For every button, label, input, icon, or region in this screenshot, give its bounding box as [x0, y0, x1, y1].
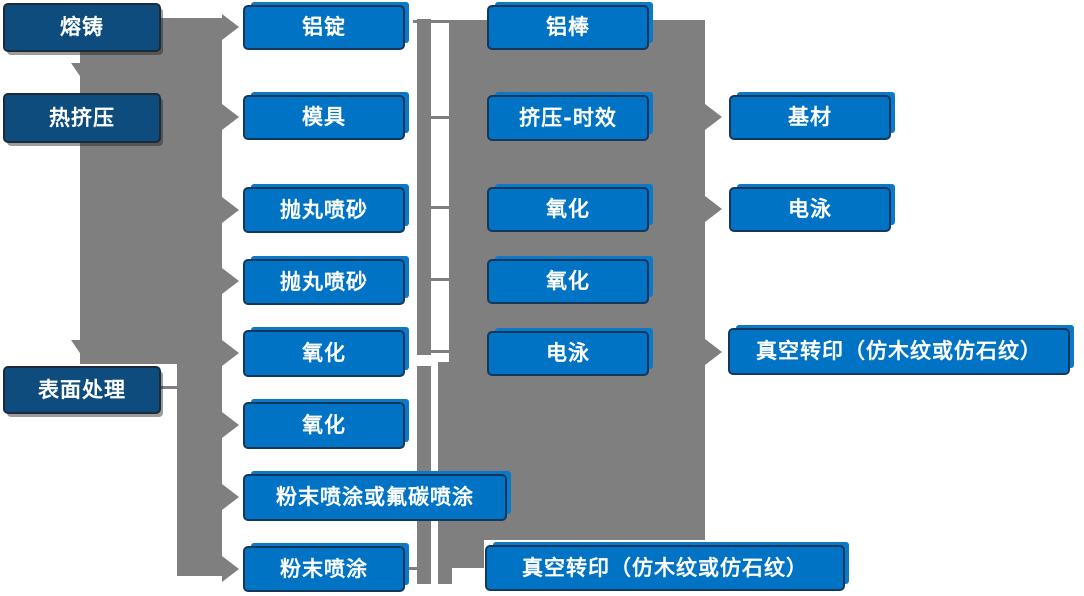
arrow-to-mold	[222, 104, 239, 130]
node-extrusion-aging: 挤压-时效	[487, 95, 649, 141]
node-oxidation-4: 氧化	[487, 259, 649, 304]
middle-bar-lower-b	[438, 362, 452, 584]
left-trunk-lower	[177, 364, 222, 576]
node-melting-casting: 熔铸	[3, 3, 161, 52]
node-powder-coating: 粉末喷涂	[243, 546, 405, 592]
middle-tick-row5	[431, 350, 450, 353]
middle-tick-row1	[413, 20, 450, 23]
powder-coating-tick	[405, 567, 418, 570]
arrow-to-shot-blasting-1	[222, 197, 239, 223]
node-vacuum-transfer-print-2: 真空转印（仿木纹或仿石纹）	[728, 328, 1070, 375]
arrow-to-oxidation-1	[222, 340, 239, 366]
node-vacuum-transfer-print-1: 真空转印（仿木纹或仿石纹）	[485, 545, 845, 591]
arrow-to-vacuum-transfer-2	[705, 339, 722, 365]
node-surface-treatment: 表面处理	[3, 366, 161, 414]
node-mold: 模具	[243, 95, 405, 140]
node-substrate: 基材	[729, 95, 891, 140]
arrow-down-extrusion-to-surface	[71, 340, 101, 362]
node-aluminum-rod: 铝棒	[487, 5, 649, 50]
middle-tick-row2	[431, 116, 450, 119]
node-electrophoresis-2: 电泳	[729, 187, 891, 232]
node-aluminum-ingot: 铝锭	[243, 5, 405, 50]
middle-bar-upper	[417, 19, 431, 355]
surface-treatment-tick	[161, 386, 178, 389]
arrow-to-powder-or-fluorocarbon	[222, 484, 239, 510]
arrow-to-electrophoresis-2	[705, 196, 722, 222]
node-shot-blasting-2: 抛丸喷砂	[243, 259, 405, 305]
node-oxidation-2: 氧化	[243, 402, 405, 449]
node-hot-extrusion: 热挤压	[3, 93, 161, 143]
middle-tick-row3	[431, 206, 450, 209]
middle-tick-row4	[431, 278, 450, 281]
left-connector-swath	[80, 18, 222, 364]
node-oxidation-1: 氧化	[243, 330, 405, 377]
center-panel-lower-extension	[449, 540, 484, 568]
node-powder-or-fluorocarbon-coating: 粉末喷涂或氟碳喷涂	[243, 474, 507, 521]
node-shot-blasting-1: 抛丸喷砂	[243, 187, 405, 233]
arrow-down-melting-to-extrusion	[71, 63, 101, 85]
arrow-to-oxidation-2	[222, 412, 239, 438]
node-oxidation-3: 氧化	[487, 187, 649, 232]
node-electrophoresis-1: 电泳	[487, 331, 649, 376]
arrow-to-powder-coating	[222, 556, 239, 582]
arrow-to-aluminum-ingot	[222, 14, 239, 40]
arrow-to-shot-blasting-2	[222, 268, 239, 294]
arrow-to-substrate	[705, 104, 722, 130]
